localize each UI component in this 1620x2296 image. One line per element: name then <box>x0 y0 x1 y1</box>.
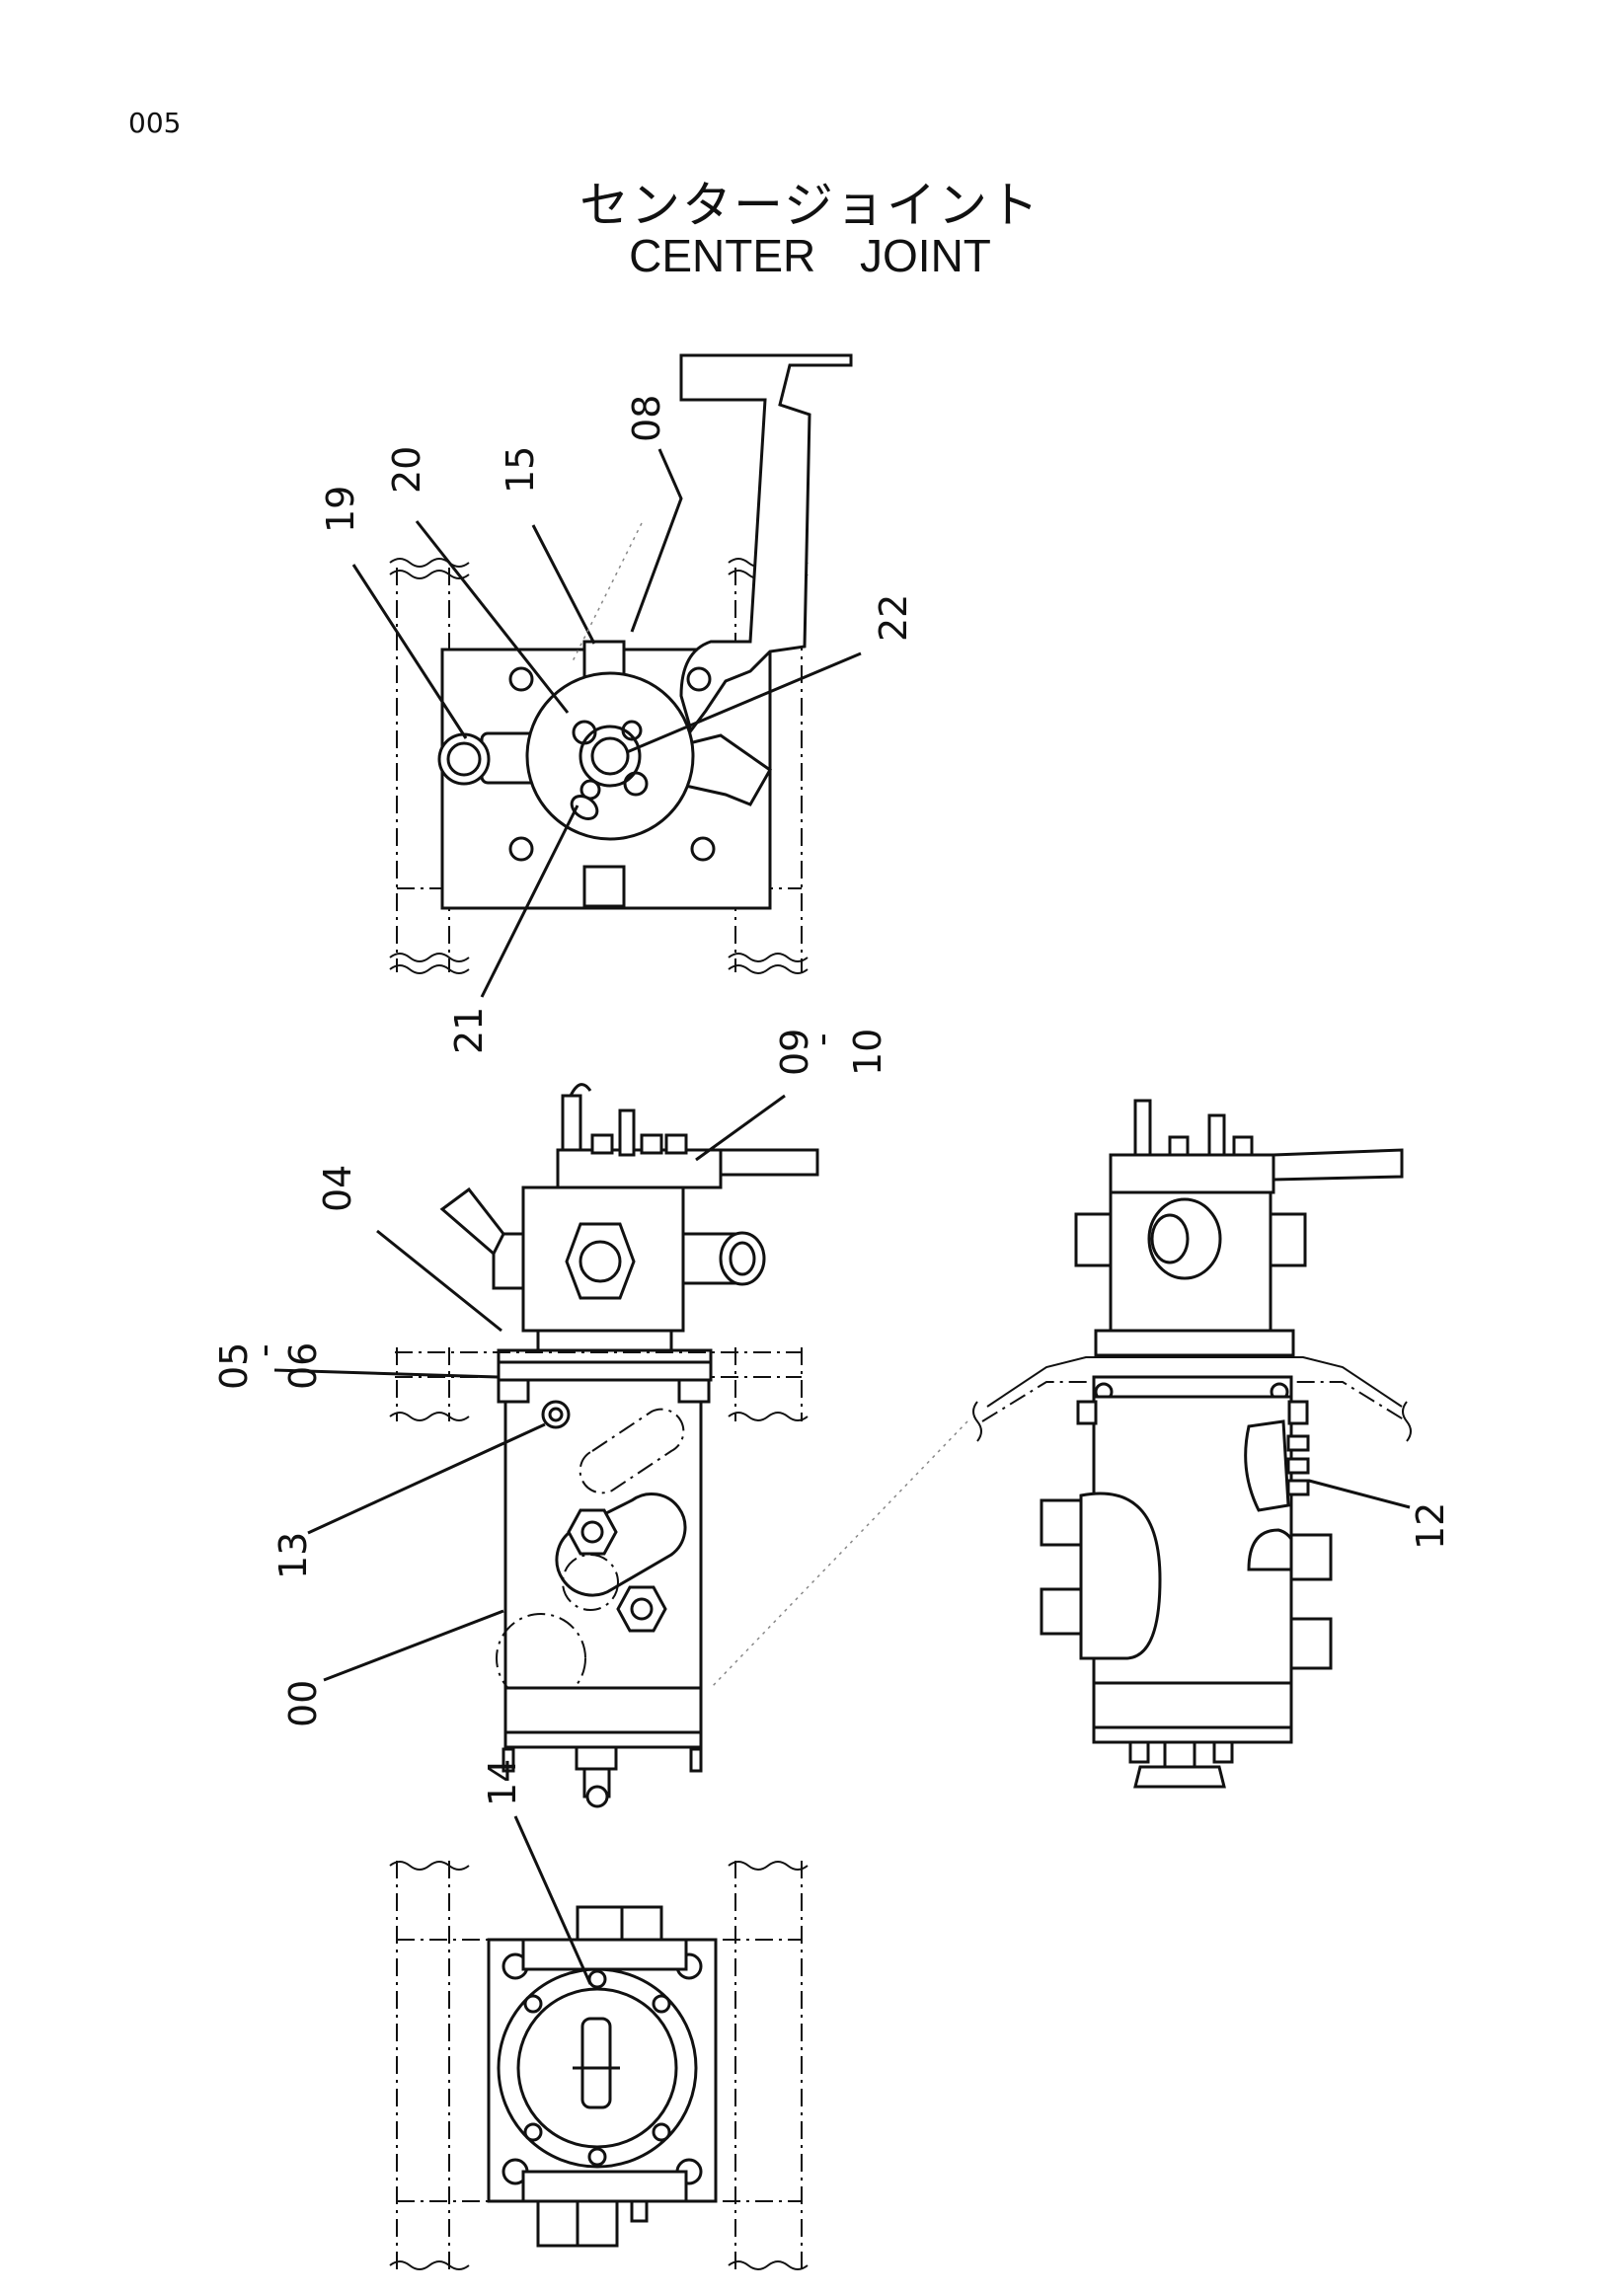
callout-09: 09 <box>773 1029 816 1076</box>
callout-15: 15 <box>499 446 542 494</box>
callout-19: 19 <box>319 486 362 533</box>
callout-05-06-dash: - <box>242 1343 285 1357</box>
diagram-title-japanese: センタージョイント <box>579 177 1041 234</box>
callout-05: 05 <box>212 1342 256 1390</box>
callout-14: 14 <box>481 1759 524 1806</box>
callout-21: 21 <box>447 1007 491 1054</box>
top-view <box>389 353 853 974</box>
callout-00: 00 <box>281 1680 325 1727</box>
callout-09-10-dash: - <box>800 1033 843 1046</box>
side-elevation-view <box>710 1099 1412 1789</box>
top-view-arm-bracket <box>679 353 853 734</box>
page-number: 005 <box>128 107 182 139</box>
callout-06: 06 <box>281 1342 325 1390</box>
callout-labels: 19 20 15 08 22 21 09 - 10 04 05 - 06 13 … <box>212 395 1452 1806</box>
callout-13: 13 <box>271 1532 315 1579</box>
callout-22: 22 <box>872 594 915 642</box>
top-view-rotor <box>525 671 695 841</box>
callout-08: 08 <box>625 395 668 442</box>
leader-lines <box>273 448 1411 1985</box>
front-elevation-view <box>389 1083 819 1808</box>
callout-20: 20 <box>385 446 428 494</box>
bottom-view <box>389 1861 809 2270</box>
front-top-flange <box>556 1148 723 1189</box>
callout-04: 04 <box>316 1165 359 1212</box>
callout-12: 12 <box>1409 1502 1452 1550</box>
diagram-title-english: CENTER JOINT <box>629 230 991 281</box>
callout-10: 10 <box>846 1029 889 1076</box>
